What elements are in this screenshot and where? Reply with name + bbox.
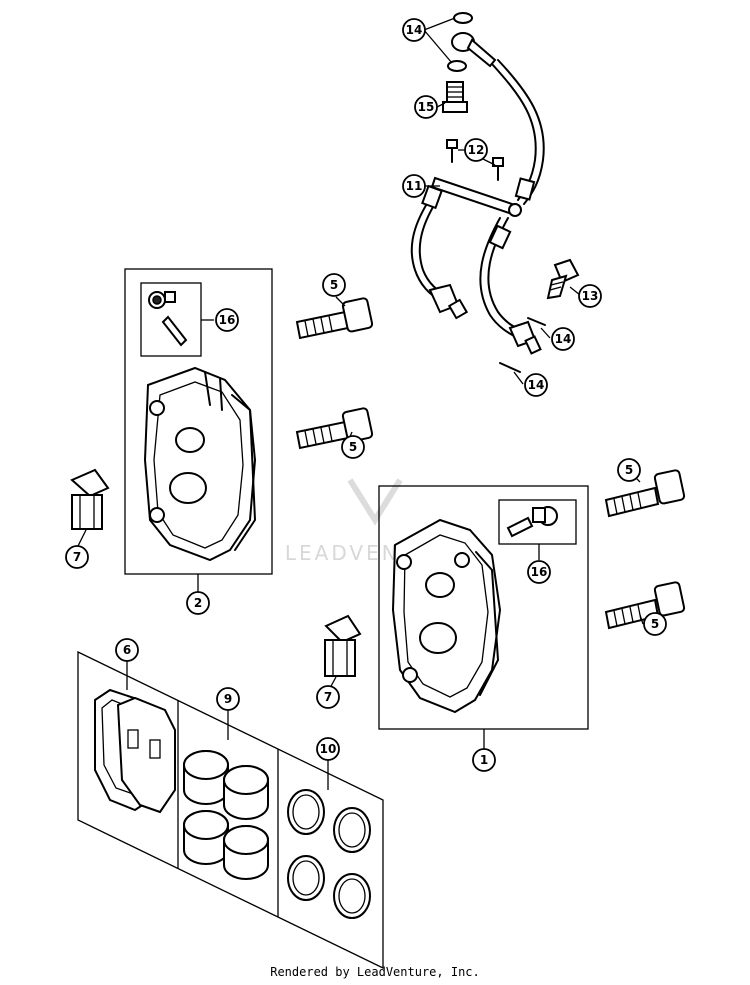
bolt-5-upper-left [295, 297, 374, 340]
svg-text:16: 16 [531, 565, 548, 579]
bleeder-16-box-right [498, 499, 577, 545]
caliper-2-body [143, 366, 257, 562]
svg-text:7: 7 [324, 690, 332, 704]
callout-12: 12 [464, 138, 488, 162]
seals-10 [287, 789, 371, 919]
svg-text:14: 14 [406, 23, 423, 37]
pistons-9 [183, 750, 269, 880]
callout-9: 9 [216, 687, 240, 711]
callout-16-left: 16 [215, 308, 239, 332]
svg-text:2: 2 [194, 596, 202, 610]
callout-15: 15 [414, 95, 438, 119]
banjo-bolt-15 [442, 81, 468, 113]
svg-text:14: 14 [528, 378, 545, 392]
svg-text:9: 9 [224, 692, 232, 706]
callout-5-upper-left: 5 [322, 273, 346, 297]
bolt-5-lower-left [295, 407, 374, 450]
svg-text:5: 5 [651, 617, 659, 631]
bolt-5-upper-right [604, 469, 686, 518]
caliper-1-body [391, 518, 502, 714]
svg-text:10: 10 [320, 742, 337, 756]
pad-spring-7-left [70, 468, 110, 530]
callout-14-top: 14 [402, 18, 426, 42]
brake-line-assembly [410, 12, 580, 373]
svg-text:15: 15 [418, 100, 435, 114]
svg-text:14: 14 [555, 332, 572, 346]
callout-7-left: 7 [65, 545, 89, 569]
callout-5-upper-right: 5 [617, 458, 641, 482]
svg-text:11: 11 [406, 179, 423, 193]
svg-text:5: 5 [330, 278, 338, 292]
callout-11: 11 [402, 174, 426, 198]
callout-14-mid: 14 [551, 327, 575, 351]
pad-spring-7-right [324, 614, 362, 677]
hose-bracket-11 [430, 176, 517, 216]
callout-5-lower-left: 5 [341, 435, 365, 459]
washer-14-lower [447, 60, 467, 72]
washer-14-top [453, 12, 473, 24]
brake-pads-6 [94, 688, 176, 814]
svg-text:12: 12 [468, 143, 485, 157]
footer-credit: Rendered by LeadVenture, Inc. [270, 965, 480, 979]
callout-13: 13 [578, 284, 602, 308]
svg-text:5: 5 [625, 463, 633, 477]
callout-14-low: 14 [524, 373, 548, 397]
svg-text:16: 16 [219, 313, 236, 327]
callout-2: 2 [186, 591, 210, 615]
callout-7-right: 7 [316, 685, 340, 709]
callout-5-lower-right: 5 [643, 612, 667, 636]
callout-16-right: 16 [527, 560, 551, 584]
callout-1: 1 [472, 748, 496, 772]
bolt-5-lower-right [604, 581, 686, 630]
svg-text:6: 6 [123, 643, 131, 657]
svg-text:5: 5 [349, 440, 357, 454]
svg-text:1: 1 [480, 753, 488, 767]
svg-text:13: 13 [582, 289, 599, 303]
pad-kit-panels [77, 650, 384, 970]
bolt-12 [446, 139, 504, 181]
svg-text:7: 7 [73, 550, 81, 564]
banjo-bolt-13 [546, 258, 580, 300]
callout-10: 10 [316, 737, 340, 761]
callout-6: 6 [115, 638, 139, 662]
caliper-2-group [124, 268, 273, 575]
caliper-1-group [378, 485, 589, 730]
